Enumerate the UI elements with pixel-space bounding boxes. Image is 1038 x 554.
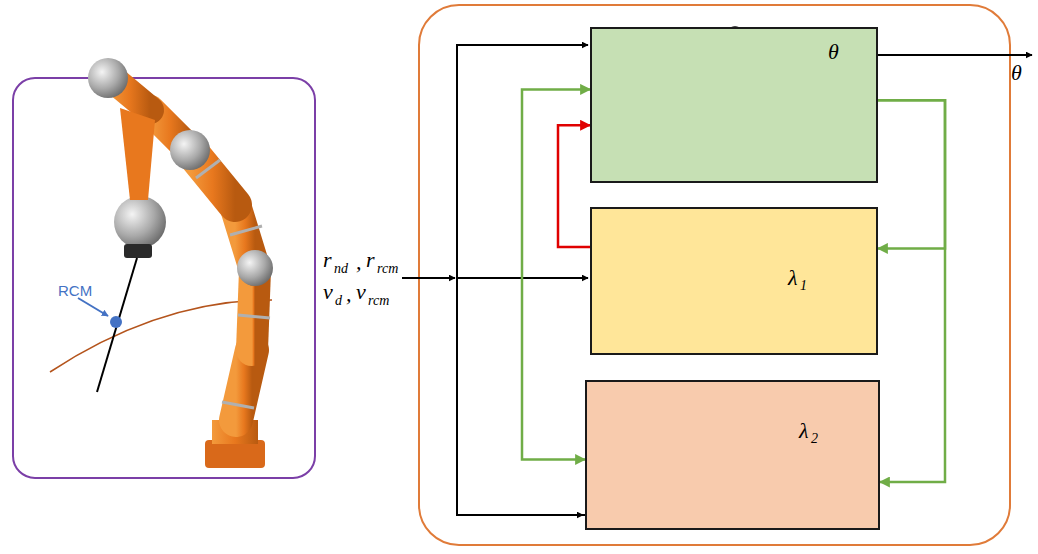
layer-box: θ <box>590 27 878 183</box>
connector <box>522 89 590 459</box>
signal-subscript: rcm <box>377 262 398 276</box>
separator: , <box>356 251 362 273</box>
signal-symbol: r <box>323 249 332 271</box>
node-subscript: 1 <box>800 279 807 293</box>
node-symbol: λ <box>788 267 798 289</box>
robot-illustration <box>50 58 273 468</box>
connector <box>878 100 945 482</box>
layer-box: λ1 <box>590 207 878 355</box>
node-subscript: 2 <box>811 432 818 446</box>
connector <box>558 125 590 247</box>
robot-frame <box>13 78 315 478</box>
rcm-label: RCM <box>58 283 92 298</box>
output-symbol: θ <box>1011 62 1022 84</box>
signal-symbol: r <box>366 249 375 271</box>
separator: , <box>346 283 352 305</box>
network-frame <box>419 5 1010 545</box>
connector <box>878 100 945 248</box>
signal-subscript: rcm <box>368 294 389 308</box>
node-symbol: θ <box>828 41 839 63</box>
signal-subscript: nd <box>334 262 348 276</box>
signal-symbol: v <box>323 281 333 303</box>
node-symbol: λ <box>799 420 809 442</box>
signal-symbol: v <box>356 281 366 303</box>
signal-subscript: d <box>335 294 342 308</box>
layer-box: λ2 <box>585 380 880 530</box>
